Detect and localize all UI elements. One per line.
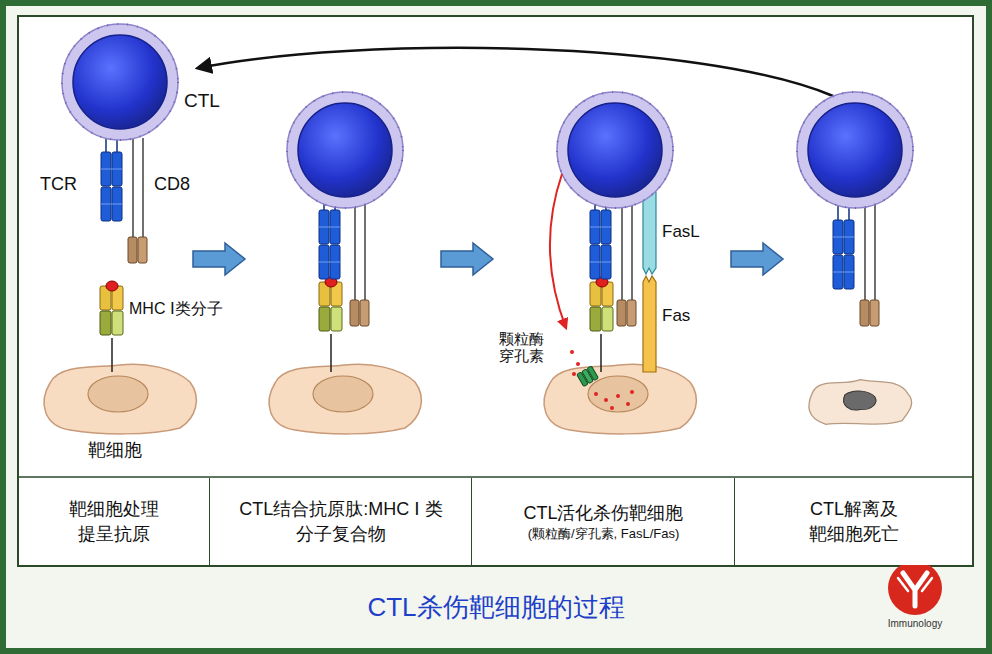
panel-ground	[18, 16, 973, 566]
step-text: 靶细胞处理 提呈抗原	[64, 497, 164, 546]
part-label: 颗粒酶 穿孔素	[496, 330, 547, 365]
step-text: CTL结合抗原肽:MHC Ⅰ 类分子复合物	[235, 497, 447, 546]
panel-3-figure	[544, 92, 696, 434]
step-cell: CTL解离及 靶细胞死亡	[736, 478, 972, 565]
return-arrow	[198, 48, 833, 96]
step-cell: 靶细胞处理 提呈抗原	[19, 478, 210, 565]
part-label: TCR	[40, 174, 77, 195]
diagram-title: CTL杀伤靶细胞的过程	[0, 590, 992, 625]
part-label: CTL	[184, 90, 220, 112]
part-label: FasL	[662, 222, 700, 242]
step-text: CTL解离及 靶细胞死亡	[799, 497, 909, 546]
logo-text: Immunology	[888, 618, 942, 630]
logo	[888, 561, 942, 615]
step-note: (颗粒酶/穿孔素, FasL/Fas)	[528, 525, 680, 543]
panel-4-figure	[797, 92, 913, 424]
panel-1-figure	[44, 24, 196, 434]
step-cell: CTL结合抗原肽:MHC Ⅰ 类分子复合物	[211, 478, 472, 565]
panel-2-figure	[269, 92, 421, 434]
part-label: 靶细胞	[88, 440, 142, 461]
frame-ground	[6, 6, 986, 648]
part-label: CD8	[154, 174, 190, 195]
step-arrows	[193, 243, 783, 275]
part-label: Fas	[662, 306, 690, 326]
part-label: MHC Ⅰ类分子	[129, 300, 223, 318]
step-text: CTL活化杀伤靶细胞	[523, 501, 683, 525]
step-cell: CTL活化杀伤靶细胞(颗粒酶/穿孔素, FasL/Fas)	[473, 478, 735, 565]
